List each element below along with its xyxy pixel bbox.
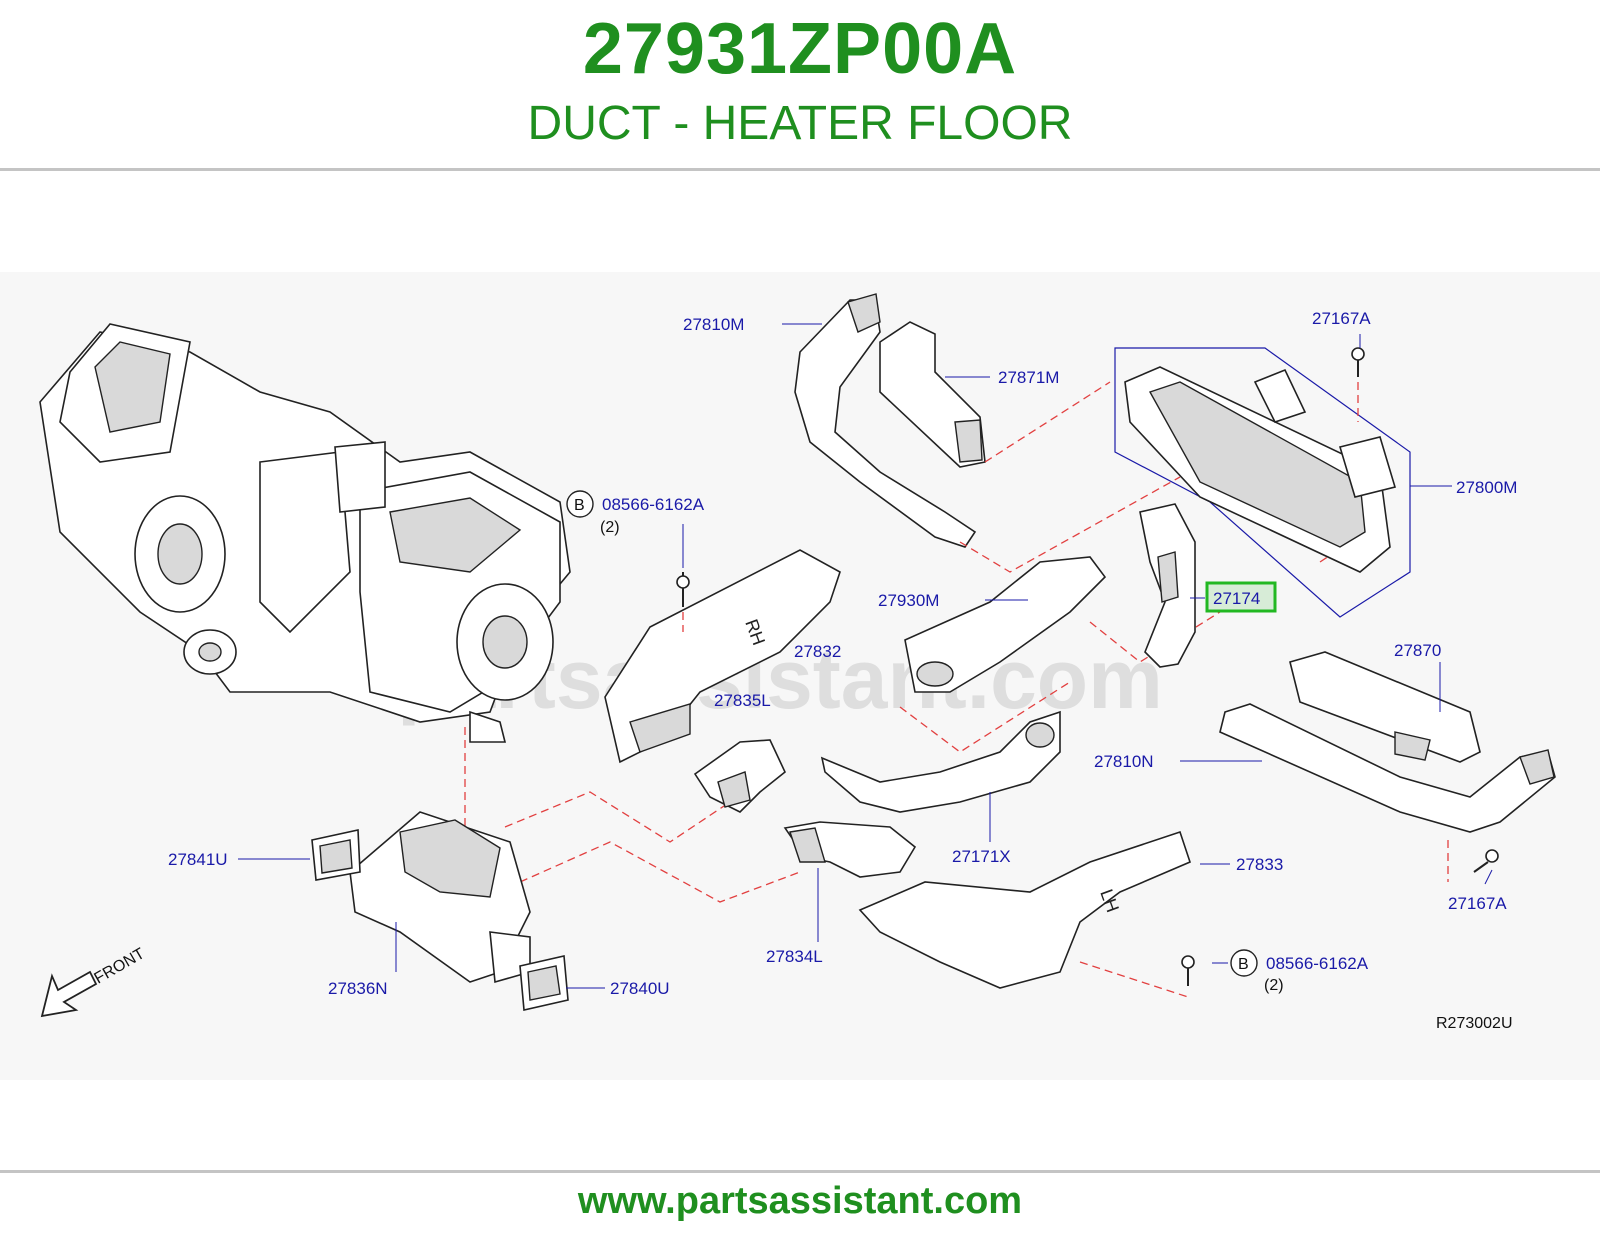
callout-27810N[interactable]: 27810N — [1094, 752, 1154, 771]
part-27841U-grille[interactable] — [311, 829, 361, 881]
front-arrow-icon — [40, 970, 98, 1018]
heater-unit-assembly[interactable] — [39, 323, 571, 743]
reference-code: R273002U — [1436, 1015, 1513, 1032]
part-27171X-duct[interactable] — [820, 710, 1061, 813]
callout-27834L[interactable]: 27834L — [766, 947, 823, 966]
bolt-08566-6162A-right[interactable] — [1181, 955, 1195, 986]
highlight-box-27174 — [1205, 581, 1277, 613]
part-27870-duct[interactable] — [1289, 651, 1481, 763]
header-divider — [0, 168, 1600, 171]
bolt-marker-b-left — [566, 490, 594, 518]
bolt-marker-b-right — [1230, 949, 1258, 977]
callout-27833[interactable]: 27833 — [1236, 855, 1283, 874]
front-label: FRONT — [92, 945, 148, 987]
callout-08566-6162A-right[interactable]: 08566-6162A — [1266, 954, 1369, 973]
part-name-subtitle: DUCT - HEATER FLOOR — [527, 97, 1073, 150]
part-27800M-assembly[interactable] — [1124, 366, 1397, 573]
callout-27167A-bottom[interactable]: 27167A — [1448, 894, 1507, 913]
callout-27841U[interactable]: 27841U — [168, 850, 228, 869]
callout-27800M[interactable]: 27800M — [1456, 478, 1517, 497]
bolt-08566-6162A-left[interactable] — [676, 572, 690, 607]
part-27930M-duct[interactable] — [904, 556, 1107, 693]
assembly-27800M-outline — [1114, 347, 1411, 618]
part-27835L-duct[interactable] — [693, 739, 786, 813]
callout-27871M[interactable]: 27871M — [998, 368, 1059, 387]
part-27834L-duct[interactable] — [783, 821, 917, 878]
screw-27167A-top[interactable] — [1351, 347, 1365, 377]
callout-08566-right-qty: (2) — [1264, 977, 1284, 994]
part-27833-lh-duct[interactable]: LH — [858, 830, 1191, 989]
bolt-marker-b-left-letter: B — [574, 497, 585, 514]
callout-27174[interactable]: 27174 — [1213, 589, 1260, 608]
callout-27836N[interactable]: 27836N — [328, 979, 388, 998]
screw-27167A-bottom[interactable] — [1473, 849, 1499, 873]
page-header: 27931ZP00A DUCT - HEATER FLOOR — [0, 0, 1600, 170]
part-27840U-grille[interactable] — [519, 955, 569, 1011]
callout-08566-left-qty: (2) — [600, 519, 620, 536]
callout-27832[interactable]: 27832 — [794, 642, 841, 661]
footer-site-url[interactable]: www.partsassistant.com — [577, 1180, 1023, 1222]
callout-27171X[interactable]: 27171X — [952, 847, 1011, 866]
part-27836N-duct[interactable] — [349, 811, 531, 984]
part-27871M-duct[interactable] — [879, 321, 986, 468]
parts-diagram: partsassistant.com RH — [0, 272, 1600, 1080]
part-27810M-duct[interactable] — [794, 293, 977, 548]
callout-27870[interactable]: 27870 — [1394, 641, 1441, 660]
callout-08566-6162A-left[interactable]: 08566-6162A — [602, 495, 705, 514]
diagram-svg: partsassistant.com RH — [39, 293, 1556, 1032]
callout-27835L[interactable]: 27835L — [714, 691, 771, 710]
part-27832-rh-duct[interactable]: RH — [604, 549, 841, 764]
bolt-marker-b-right-letter: B — [1238, 956, 1249, 973]
callout-27840U[interactable]: 27840U — [610, 979, 670, 998]
part-27174-duct[interactable] — [1139, 503, 1196, 668]
part-27810N-duct[interactable] — [1219, 703, 1556, 833]
part-number-title: 27931ZP00A — [582, 9, 1018, 89]
callout-27810M[interactable]: 27810M — [683, 315, 744, 334]
callout-27930M[interactable]: 27930M — [878, 591, 939, 610]
callout-27167A-top[interactable]: 27167A — [1312, 309, 1371, 328]
footer-divider — [0, 1170, 1600, 1173]
